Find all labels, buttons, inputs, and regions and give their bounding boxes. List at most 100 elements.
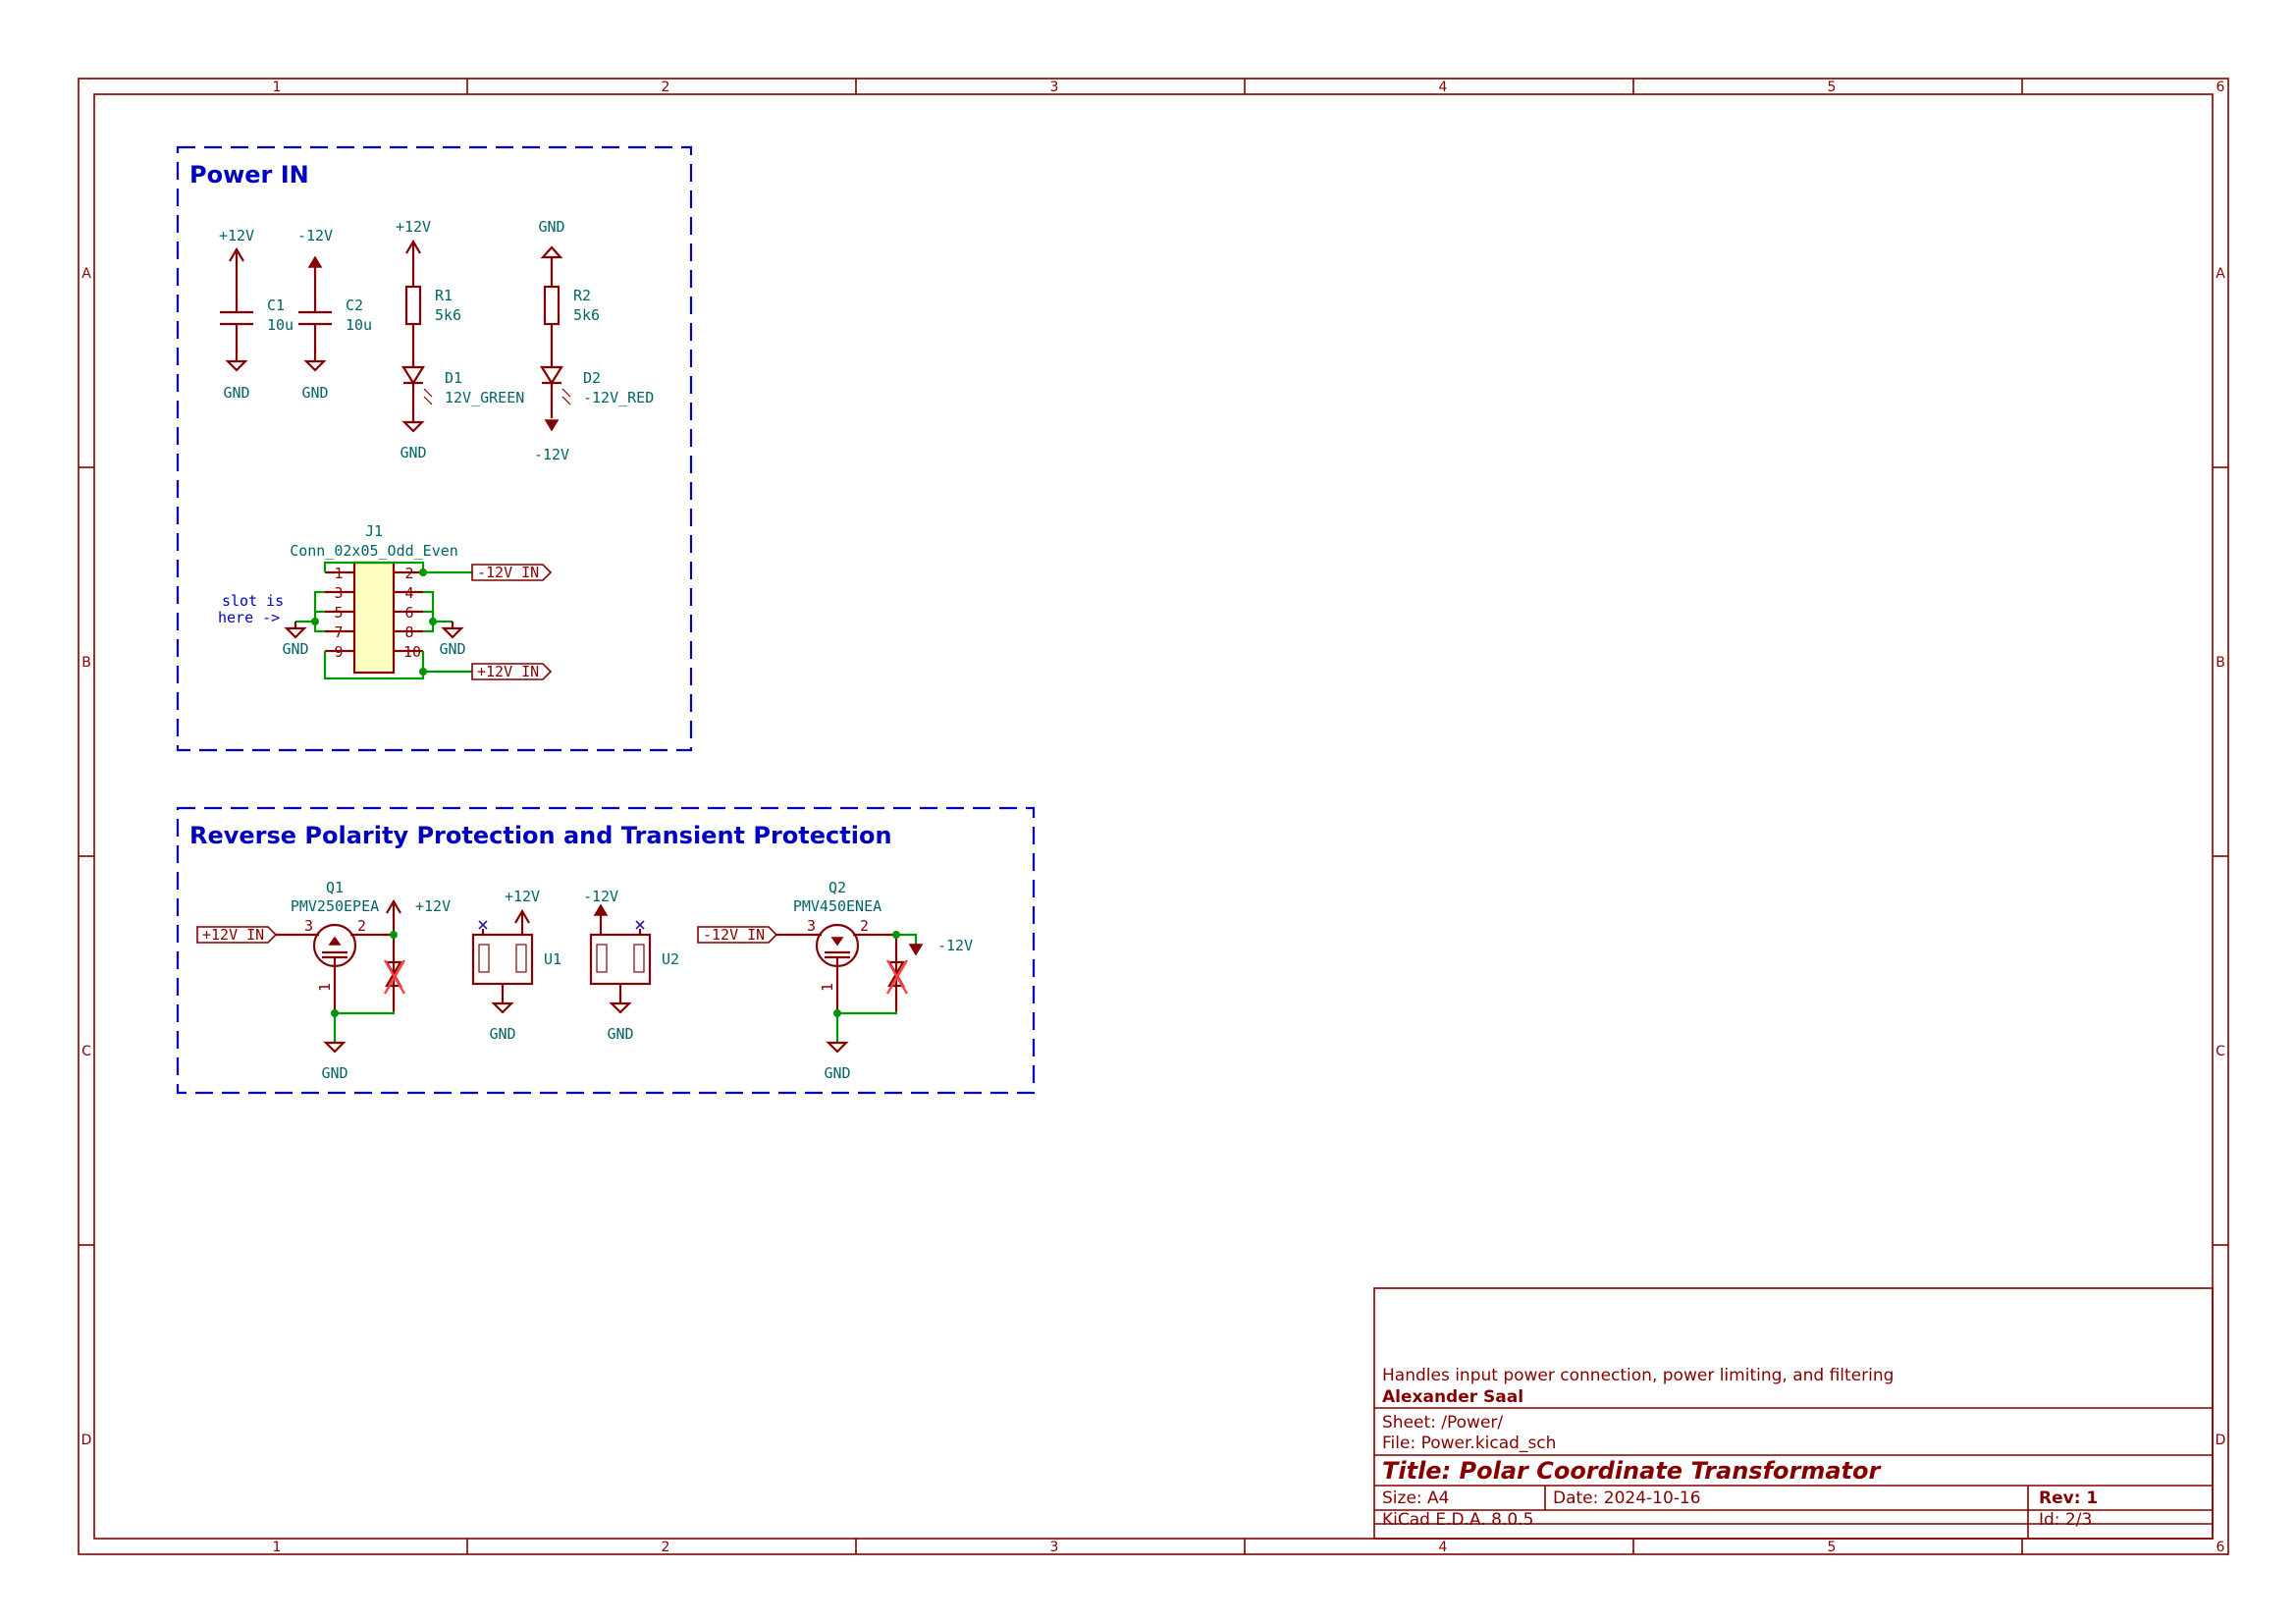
j1-label-top: -12V_IN (477, 564, 539, 581)
j1-pin-4: 4 (404, 584, 413, 602)
power-in-block: Power IN +12V C1 10u GND -12V C2 10u GND (176, 145, 693, 752)
grid-col-3-bottom: 3 (1050, 1540, 1059, 1555)
j1-gnd-left: GND (282, 622, 309, 658)
q2-pin-out: 2 (860, 917, 869, 935)
capacitor-c1[interactable]: +12V C1 10u GND (219, 227, 294, 402)
u2-gnd-label: GND (607, 1025, 633, 1043)
u2-power-label: -12V (583, 888, 618, 905)
q2-in-label: -12V_IN (703, 926, 765, 944)
protection-title: Reverse Polarity Protection and Transien… (189, 822, 892, 849)
d2-ref: D2 (583, 369, 601, 387)
grid-row-c: C (81, 1044, 91, 1059)
global-label-neg12v-in[interactable]: -12V_IN (471, 564, 553, 581)
grid-row-d: D (81, 1433, 92, 1448)
title-block-comment: Handles input power connection, power li… (1382, 1366, 1894, 1385)
j1-pin-1: 1 (334, 565, 343, 582)
j1-pin-3: 3 (334, 584, 343, 602)
d2-power-label: -12V (534, 446, 569, 463)
c2-power-label: -12V (297, 227, 333, 244)
title-block-size: Size: A4 (1382, 1489, 1449, 1508)
mosfet-q2[interactable]: Q2 PMV450ENEA -12V_IN 3 2 1 -12V (697, 879, 973, 1082)
global-label-pos12v-in[interactable]: +12V_IN (471, 663, 553, 680)
global-label-q1-in[interactable]: +12V_IN (196, 926, 278, 944)
grid-row-d-right: D (2216, 1433, 2226, 1448)
c1-gnd-label: GND (223, 384, 249, 402)
d2-value: -12V_RED (583, 389, 654, 406)
grid-col-2: 2 (662, 80, 670, 95)
j1-pin-6: 6 (404, 604, 413, 622)
power-in-title: Power IN (189, 161, 309, 189)
q2-pin-in: 3 (807, 917, 816, 935)
j1-wires (295, 561, 472, 680)
q1-pin-out: 2 (357, 917, 366, 935)
d1-gnd-label: GND (400, 444, 426, 461)
j1-pin-9: 9 (334, 643, 343, 661)
r1-value: 5k6 (435, 306, 461, 324)
q2-value: PMV450ENEA (793, 897, 881, 915)
q1-pin-gate: 1 (316, 983, 334, 992)
r2-ref: R2 (573, 287, 591, 304)
u1-ref: U1 (544, 950, 561, 968)
j1-gnd-right: GND (439, 622, 466, 658)
r1-ref: R1 (435, 287, 453, 304)
capacitor-c2[interactable]: -12V C2 10u GND (297, 227, 372, 402)
c2-ref: C2 (346, 297, 363, 314)
q2-out-label: -12V (937, 937, 973, 954)
q2-pin-gate: 1 (819, 983, 836, 992)
grid-col-3: 3 (1050, 80, 1059, 95)
grid-col-2-bottom: 2 (662, 1540, 670, 1555)
global-label-q2-in[interactable]: -12V_IN (697, 926, 778, 944)
title-block-id: Id: 2/3 (2039, 1510, 2092, 1530)
grid-col-1-bottom: 1 (273, 1540, 282, 1555)
d1-ref: D1 (445, 369, 462, 387)
grid-col-4: 4 (1439, 80, 1448, 95)
r1-power-label: +12V (396, 218, 431, 236)
c2-value: 10u (346, 316, 372, 334)
title-block-file: File: Power.kicad_sch (1382, 1434, 1556, 1453)
protection-block: Reverse Polarity Protection and Transien… (176, 806, 1036, 1095)
grid-row-b: B (81, 655, 91, 671)
slot-note-line2: here -> (218, 609, 280, 626)
c2-gnd-label: GND (301, 384, 328, 402)
j1-value: Conn_02x05_Odd_Even (290, 542, 458, 560)
q2-gnd-label: GND (824, 1064, 850, 1082)
u1-power-label: +12V (505, 888, 540, 905)
grid-row-labels-right: A B C D (2216, 266, 2226, 1448)
mosfet-q1[interactable]: Q1 PMV250EPEA +12V_IN 3 2 1 +12V (196, 879, 451, 1082)
title-block-title: Title: Polar Coordinate Transformator (1382, 1457, 1883, 1485)
slot-note-line1: slot is (222, 592, 284, 610)
q2-ref: Q2 (828, 879, 846, 896)
r2-value: 5k6 (573, 306, 600, 324)
title-block-tool: KiCad E.D.A. 8.0.5 (1382, 1510, 1533, 1530)
grid-column-labels-bottom: 1 2 3 4 5 6 (273, 1540, 2225, 1555)
resistor-r1-led-d1[interactable]: +12V R1 5k6 D1 12V_GREEN GND (396, 218, 524, 461)
j1-pin-10: 10 (403, 643, 421, 661)
grid-col-1: 1 (273, 80, 282, 95)
d1-value: 12V_GREEN (445, 389, 524, 406)
grid-column-labels-top: 1 2 3 4 5 6 (273, 80, 2225, 95)
connector-j1[interactable]: J1 Conn_02x05_Odd_Even 1 3 5 7 9 2 4 6 8 (290, 522, 458, 675)
module-u1[interactable]: +12V U1 GND (471, 888, 561, 1043)
j1-gnd-left-label: GND (282, 640, 308, 658)
title-block-company: Alexander Saal (1382, 1387, 1523, 1407)
q1-pin-in: 3 (304, 917, 313, 935)
q1-gnd-label: GND (321, 1064, 347, 1082)
grid-row-a-right: A (2216, 266, 2225, 282)
grid-row-c-right: C (2216, 1044, 2225, 1059)
grid-row-a: A (81, 266, 91, 282)
grid-row-b-right: B (2216, 655, 2225, 671)
title-block-rev: Rev: 1 (2039, 1489, 2098, 1508)
q1-ref: Q1 (326, 879, 344, 896)
c1-power-label: +12V (219, 227, 254, 244)
j1-pin-2: 2 (404, 565, 413, 582)
j1-pin-8: 8 (404, 623, 413, 641)
resistor-r2-led-d2[interactable]: GND R2 5k6 D2 -12V_RED -12V (534, 218, 654, 463)
q1-value: PMV250EPEA (291, 897, 379, 915)
r2-gnd-label: GND (538, 218, 564, 236)
c1-value: 10u (267, 316, 294, 334)
module-u2[interactable]: -12V U2 GND (583, 888, 679, 1043)
grid-col-4-bottom: 4 (1439, 1540, 1448, 1555)
grid-row-labels-left: A B C D (81, 266, 92, 1448)
j1-pin-5: 5 (334, 604, 343, 622)
